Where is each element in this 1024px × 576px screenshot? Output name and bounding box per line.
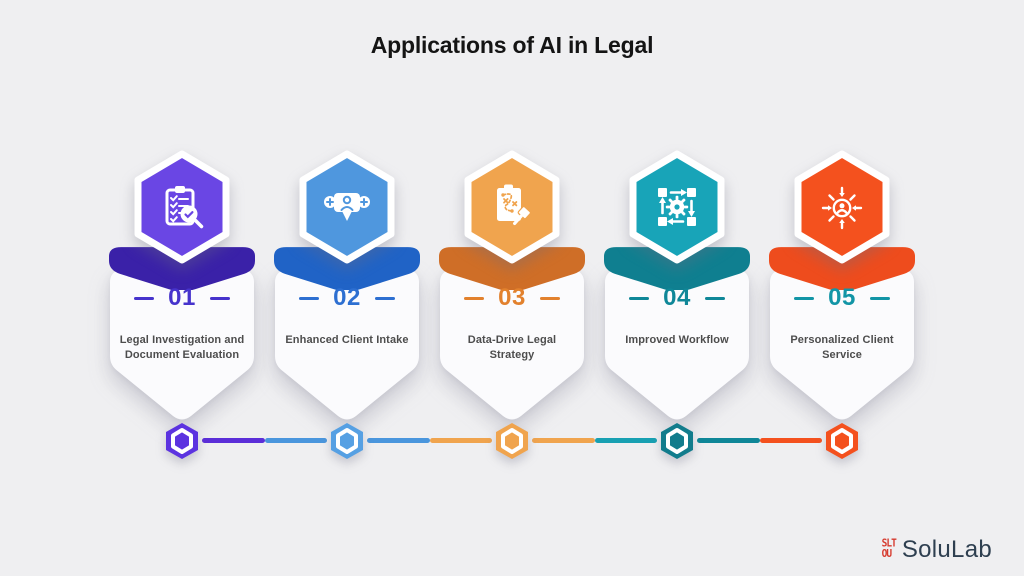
number-dash [539,296,560,300]
personalized-service-icon [821,186,863,230]
number-dash [869,296,890,300]
step-number: 04 [663,284,691,311]
card-wing [769,247,915,290]
hexagon-badge [627,150,727,269]
step-number-row: 03 [432,284,592,312]
step-label: Data-Drive Legal Strategy [467,334,557,362]
step-label: Personalized Client Service [790,334,894,362]
card-wing [439,247,585,290]
step-number: 01 [168,284,196,311]
timeline-node-hexagon [661,423,693,459]
client-intake-icon [324,193,370,221]
application-card: 04 Improved Workflow [597,150,757,470]
step-number-row: 04 [597,284,757,312]
connector-segment [532,438,595,443]
step-number-row: 02 [267,284,427,312]
clipboard-magnifier-icon [165,186,204,229]
step-number-row: 01 [102,284,262,312]
number-dash [464,296,485,300]
hexagon-badge [462,150,562,269]
hexagon-badge [792,150,892,269]
connector-segment [202,438,265,443]
timeline-node-hexagon [826,423,858,459]
step-number: 05 [828,284,856,311]
step-number-row: 05 [762,284,922,312]
number-dash [299,296,320,300]
brand-logo: SLT OU SoluLab [882,536,992,564]
connector-segment [697,438,760,443]
step-number: 02 [333,284,361,311]
step-number: 03 [498,284,526,311]
number-dash [704,296,725,300]
card-shape [770,246,914,420]
connector-segment [760,438,822,443]
application-card: 02 Enhanced Client Intake [267,150,427,470]
card-shape [275,246,419,420]
connector-segment [367,438,430,443]
page-title: Applications of AI in Legal [370,32,654,58]
application-card: 03 Data-Drive Legal Strategy [432,150,592,470]
timeline-node-hexagon [496,423,528,459]
step-label: Legal Investigation and Document Evaluat… [119,334,245,362]
number-dash [629,296,650,300]
number-dash [134,296,155,300]
workflow-gear-icon [658,188,696,226]
number-dash [209,296,230,300]
step-label: Enhanced Client Intake [285,334,409,346]
application-card: 05 Personalized Client Service [762,150,922,470]
card-shape [605,246,749,420]
logo-mark-line: OU [881,547,892,561]
card-shape [110,246,254,420]
connector-segment [430,438,492,443]
timeline-node-hexagon [331,423,363,459]
number-dash [374,296,395,300]
brand-name: SoluLab [901,536,992,563]
number-dash [794,296,815,300]
application-card: 01 Legal Investigation and Document Eval… [102,150,262,470]
connector-segment [265,438,327,443]
card-shape [440,246,584,420]
hexagon-badge [297,150,397,269]
step-label: Improved Workflow [625,334,729,346]
connector-segment [595,438,657,443]
card-wing [604,247,750,290]
logo-mark-line: SLT [881,537,897,551]
timeline-node-hexagon [166,423,198,459]
hexagon-badge [132,150,232,269]
strategy-gavel-icon [497,184,532,226]
card-wing [109,247,255,290]
card-wing [274,247,420,290]
solulab-logo-mark-icon: SLT OU [881,537,897,561]
